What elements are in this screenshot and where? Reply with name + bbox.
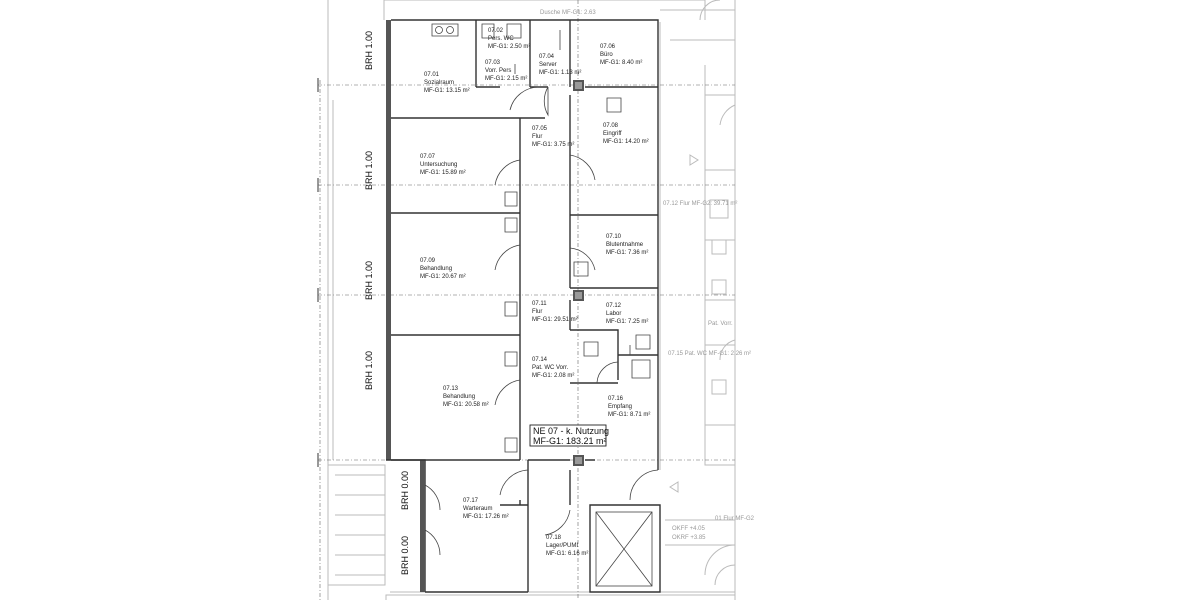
svg-text:07.06: 07.06 (600, 44, 616, 50)
room-label-0714: 07.14 Pat. WC Vorr. MF-G1: 2.08 m² (532, 357, 574, 379)
svg-text:MF-G1: 7.25 m²: MF-G1: 7.25 m² (606, 319, 648, 325)
room-label-0712: 07.12 Labor MF-G1: 7.25 m² (606, 303, 648, 325)
room-label-0716: 07.16 Empfang MF-G1: 8.71 m² (608, 396, 650, 418)
svg-text:07.01: 07.01 (424, 72, 440, 78)
doors (424, 86, 659, 556)
unit-summary-box: NE 07 - k. Nutzung MF-G1: 183.21 m² (529, 424, 609, 447)
svg-text:07.10: 07.10 (606, 234, 622, 240)
room-label-0713: 07.13 Behandlung MF-G1: 20.58 m² (443, 386, 489, 408)
room-label-0708: 07.08 Eingriff MF-G1: 14.20 m² (603, 123, 649, 145)
room-label-0701: 07.01 Sozialraum MF-G1: 13.15 m² (424, 72, 470, 94)
svg-text:Labor: Labor (606, 311, 621, 317)
svg-text:07.17: 07.17 (463, 498, 479, 504)
svg-text:Warteraum: Warteraum (463, 506, 492, 512)
room-label-0710: 07.10 Blutentnahme MF-G1: 7.36 m² (606, 234, 648, 256)
columns (573, 80, 584, 466)
svg-text:Pers. WC: Pers. WC (488, 36, 514, 42)
svg-text:MF-G1: 20.58 m²: MF-G1: 20.58 m² (443, 402, 489, 408)
brh-label: BRH 1.00 (364, 261, 374, 300)
svg-text:MF-G1: 13.15 m²: MF-G1: 13.15 m² (424, 88, 470, 94)
svg-text:Lager/PUMI: Lager/PUMI (546, 543, 578, 549)
svg-text:Empfang: Empfang (608, 404, 632, 410)
svg-text:07.14: 07.14 (532, 357, 548, 363)
svg-text:MF-G1: 8.71 m²: MF-G1: 8.71 m² (608, 412, 650, 418)
svg-text:07.12: 07.12 (606, 303, 622, 309)
grid-lines (318, 0, 735, 600)
svg-text:Untersuchung: Untersuchung (420, 162, 457, 168)
room-label-0706: 07.06 Büro MF-G1: 8.40 m² (600, 44, 642, 66)
room-label-0711: 07.11 Flur MF-G1: 29.51 m² (532, 301, 578, 323)
room-labels: 07.02 Pers. WC MF-G1: 2.50 m² 07.03 Vorr… (420, 28, 650, 557)
svg-text:MF-G1: 2.15 m²: MF-G1: 2.15 m² (485, 76, 527, 82)
svg-text:07.11: 07.11 (532, 301, 547, 307)
room-label-0717: 07.17 Warteraum MF-G1: 17.26 m² (463, 498, 509, 520)
brh-label: BRH 0.00 (400, 536, 410, 575)
svg-text:07.18: 07.18 (546, 535, 562, 541)
brh-label: BRH 1.00 (364, 351, 374, 390)
svg-text:07.09: 07.09 (420, 258, 436, 264)
room-label-0718: 07.18 Lager/PUMI MF-G1: 6.16 m² (546, 535, 588, 557)
svg-text:MF-G1: 3.75 m²: MF-G1: 3.75 m² (532, 142, 574, 148)
svg-text:MF-G1: 29.51 m²: MF-G1: 29.51 m² (532, 317, 578, 323)
svg-text:07.02: 07.02 (488, 28, 504, 34)
brh-label: BRH 1.00 (364, 31, 374, 70)
outer-walls (386, 19, 661, 593)
neighbor-top-label: Dusche MF-G1: 2.63 (540, 10, 596, 16)
svg-text:Sozialraum: Sozialraum (424, 80, 454, 86)
svg-text:MF-G1: 7.36 m²: MF-G1: 7.36 m² (606, 250, 648, 256)
svg-text:MF-G1: 1.13 m²: MF-G1: 1.13 m² (539, 70, 581, 76)
svg-text:MF-G1: 15.89 m²: MF-G1: 15.89 m² (420, 170, 466, 176)
svg-text:Eingriff: Eingriff (603, 131, 622, 137)
interior-walls (391, 20, 658, 506)
svg-text:Behandlung: Behandlung (420, 266, 452, 272)
svg-text:Flur: Flur (532, 134, 542, 140)
brh-label: BRH 0.00 (400, 471, 410, 510)
svg-text:07.13: 07.13 (443, 386, 459, 392)
svg-text:Büro: Büro (600, 52, 613, 58)
neighbor-pat-label: Pat. Vorr. (708, 321, 733, 327)
room-label-0707: 07.07 Untersuchung MF-G1: 15.89 m² (420, 154, 466, 176)
svg-text:MF-G1: 6.16 m²: MF-G1: 6.16 m² (546, 551, 588, 557)
window-labels: BRH 1.00 BRH 1.00 BRH 1.00 BRH 1.00 BRH … (364, 31, 410, 575)
room-label-0703: 07.03 Vorr. Pers MF-G1: 2.15 m² (485, 60, 527, 82)
svg-text:MF-G1: 17.26 m²: MF-G1: 17.26 m² (463, 514, 509, 520)
okff-label: OKFF +4.05 (672, 526, 706, 532)
svg-text:MF-G1: 14.20 m²: MF-G1: 14.20 m² (603, 139, 649, 145)
room-label-0709: 07.09 Behandlung MF-G1: 20.67 m² (420, 258, 466, 280)
room-label-0704: 07.04 Server MF-G1: 1.13 m² (539, 54, 581, 76)
neighbor-flur-label: 07.12 Flur MF-G2: 39.71 m² (663, 201, 737, 207)
unit-area: MF-G1: 183.21 m² (533, 436, 607, 446)
svg-text:Behandlung: Behandlung (443, 394, 475, 400)
svg-text:07.16: 07.16 (608, 396, 624, 402)
svg-text:Flur: Flur (532, 309, 542, 315)
svg-text:07.07: 07.07 (420, 154, 436, 160)
brh-label: BRH 1.00 (364, 151, 374, 190)
room-label-0705: 07.05 Flur MF-G1: 3.75 m² (532, 126, 574, 148)
svg-text:Pat. WC Vorr.: Pat. WC Vorr. (532, 365, 569, 371)
svg-text:MF-G1: 2.50 m²: MF-G1: 2.50 m² (488, 44, 530, 50)
unit-name: NE 07 - k. Nutzung (533, 426, 609, 436)
okrf-label: OKRF +3.85 (672, 535, 706, 541)
flur-bottom-label: 01 Flur MF-G2 (715, 516, 755, 522)
svg-text:MF-G1: 2.08 m²: MF-G1: 2.08 m² (532, 373, 574, 379)
svg-text:Vorr. Pers: Vorr. Pers (485, 68, 511, 74)
svg-text:MF-G1: 8.40 m²: MF-G1: 8.40 m² (600, 60, 642, 66)
svg-text:07.08: 07.08 (603, 123, 619, 129)
room-label-0702: 07.02 Pers. WC MF-G1: 2.50 m² (488, 28, 530, 50)
svg-text:07.05: 07.05 (532, 126, 548, 132)
svg-text:MF-G1: 20.67 m²: MF-G1: 20.67 m² (420, 274, 466, 280)
neighbor-wc-label: 07.15 Pat. WC MF-G1: 2.26 m² (668, 351, 751, 357)
svg-text:Server: Server (539, 62, 557, 68)
svg-text:07.04: 07.04 (539, 54, 555, 60)
svg-text:07.03: 07.03 (485, 60, 501, 66)
svg-text:Blutentnahme: Blutentnahme (606, 242, 644, 248)
